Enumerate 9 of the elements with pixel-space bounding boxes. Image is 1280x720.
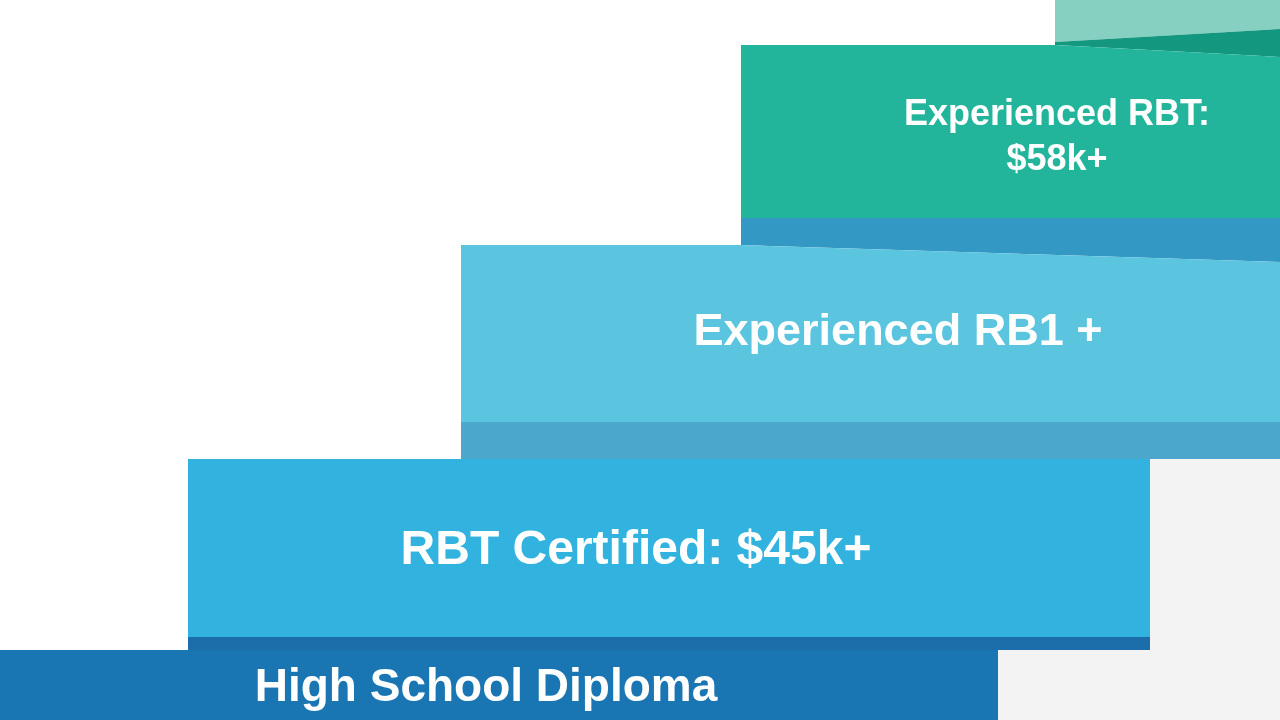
step-label: Experienced RB1 + — [693, 302, 1103, 357]
stair-step — [0, 650, 998, 720]
stair-step — [741, 45, 1280, 262]
stair-step — [1055, 0, 1280, 57]
stair-step — [188, 459, 1150, 650]
step-label: RBT Certified: $45k+ — [400, 520, 872, 576]
step-label: Experienced RBT: $58k+ — [902, 91, 1212, 180]
stair-step — [461, 245, 1280, 459]
step-label: High School Diploma — [254, 658, 718, 714]
